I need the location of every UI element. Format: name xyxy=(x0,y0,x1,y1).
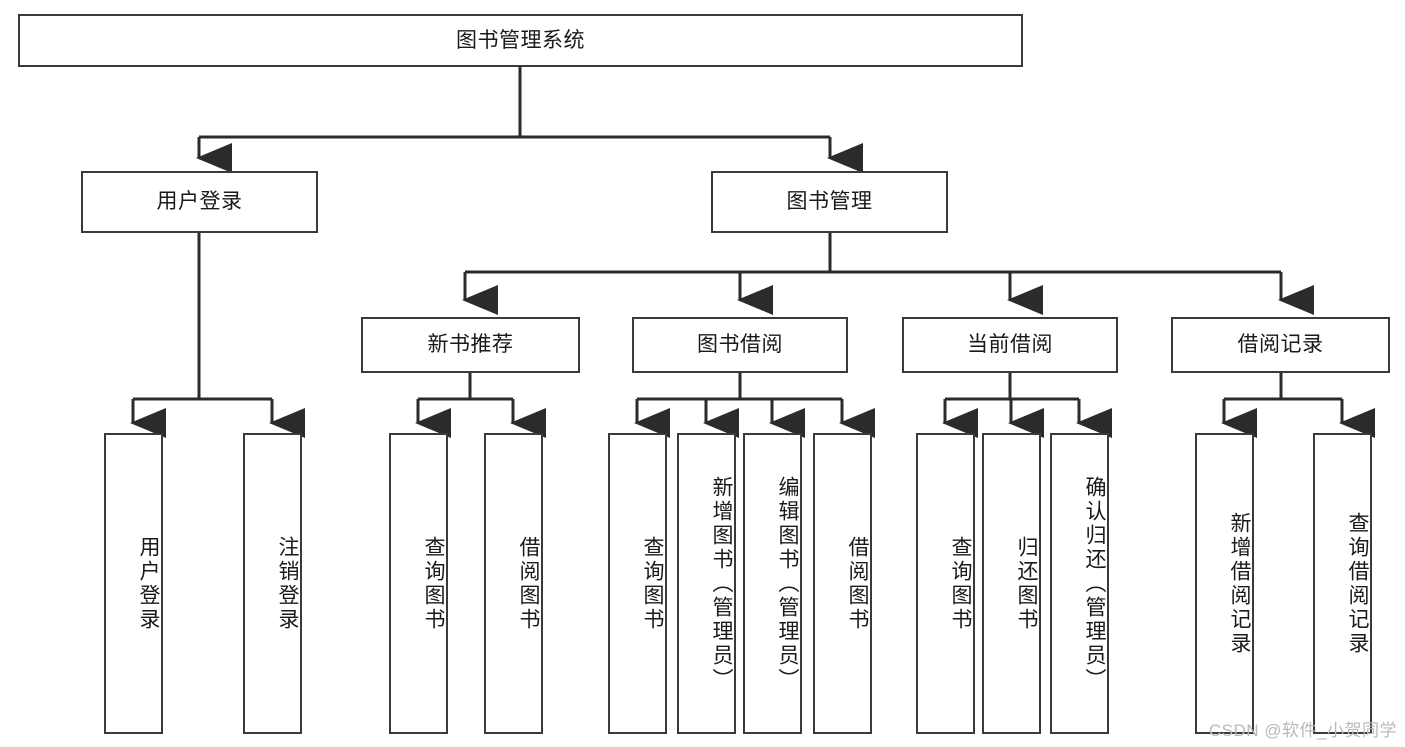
leaf-current-borrow-1[interactable]: 归还图书 xyxy=(982,433,1041,734)
leaf-book-borrow-2-label: 编辑图书（管理员） xyxy=(776,475,799,692)
leaf-borrow-record-0-label: 新增借阅记录 xyxy=(1228,511,1251,656)
node-root[interactable]: 图书管理系统 xyxy=(18,14,1023,67)
leaf-book-borrow-1-label: 新增图书（管理员） xyxy=(710,475,733,692)
node-new-book-recommend[interactable]: 新书推荐 xyxy=(361,317,580,373)
node-current-borrow[interactable]: 当前借阅 xyxy=(902,317,1118,373)
leaf-book-borrow-3-label: 借阅图书 xyxy=(846,535,869,632)
leaf-user-login-0[interactable]: 用户登录 xyxy=(104,433,163,734)
leaf-book-borrow-0-label: 查询图书 xyxy=(641,535,664,632)
leaf-current-borrow-0-label: 查询图书 xyxy=(949,535,972,632)
leaf-new-book-0[interactable]: 查询图书 xyxy=(389,433,448,734)
leaf-borrow-record-0[interactable]: 新增借阅记录 xyxy=(1195,433,1254,734)
leaf-user-login-1-label: 注销登录 xyxy=(276,535,299,632)
leaf-new-book-1[interactable]: 借阅图书 xyxy=(484,433,543,734)
node-root-label: 图书管理系统 xyxy=(456,28,585,52)
leaf-borrow-record-1[interactable]: 查询借阅记录 xyxy=(1313,433,1372,734)
node-book-borrow[interactable]: 图书借阅 xyxy=(632,317,848,373)
leaf-book-borrow-3[interactable]: 借阅图书 xyxy=(813,433,872,734)
leaf-book-borrow-2[interactable]: 编辑图书（管理员） xyxy=(743,433,802,734)
node-borrow-record-label: 借阅记录 xyxy=(1237,333,1324,357)
node-user-login[interactable]: 用户登录 xyxy=(81,171,318,233)
leaf-book-borrow-0[interactable]: 查询图书 xyxy=(608,433,667,734)
node-book-borrow-label: 图书借阅 xyxy=(697,333,783,357)
leaf-new-book-0-label: 查询图书 xyxy=(422,535,445,632)
leaf-current-borrow-0[interactable]: 查询图书 xyxy=(916,433,975,734)
leaf-current-borrow-1-label: 归还图书 xyxy=(1015,535,1038,632)
leaf-user-login-0-label: 用户登录 xyxy=(137,535,160,632)
leaf-borrow-record-1-label: 查询借阅记录 xyxy=(1346,511,1369,656)
leaf-user-login-1[interactable]: 注销登录 xyxy=(243,433,302,734)
node-book-management-label: 图书管理 xyxy=(786,190,873,214)
leaf-current-borrow-2[interactable]: 确认归还（管理员） xyxy=(1050,433,1109,734)
node-current-borrow-label: 当前借阅 xyxy=(967,333,1053,357)
node-book-management[interactable]: 图书管理 xyxy=(711,171,948,233)
leaf-book-borrow-1[interactable]: 新增图书（管理员） xyxy=(677,433,736,734)
leaf-current-borrow-2-label: 确认归还（管理员） xyxy=(1083,475,1106,692)
leaf-new-book-1-label: 借阅图书 xyxy=(517,535,540,632)
node-user-login-label: 用户登录 xyxy=(156,190,243,214)
node-new-book-recommend-label: 新书推荐 xyxy=(427,333,514,357)
watermark-text: CSDN @软件_小贺同学 xyxy=(1208,721,1397,740)
node-borrow-record[interactable]: 借阅记录 xyxy=(1171,317,1390,373)
